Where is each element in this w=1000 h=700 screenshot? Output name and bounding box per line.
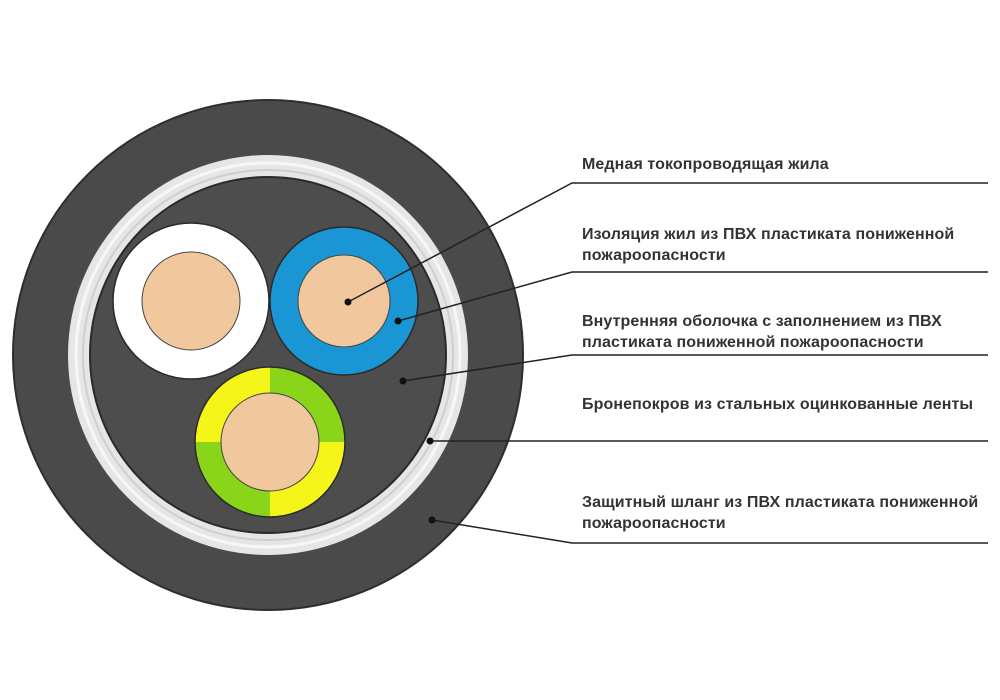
copper-conductor-2	[297, 254, 391, 348]
leader-lines	[347, 182, 988, 544]
armor-ring	[74, 161, 462, 549]
label-inner-sheath: Внутренняя оболочка с заполнением из ПВХ…	[582, 313, 942, 351]
leader-line-1	[347, 182, 988, 303]
leader-points	[344, 298, 436, 524]
copper-conductor-3	[220, 392, 320, 492]
copper-conductor-1	[141, 251, 241, 351]
leader-point-1	[344, 298, 352, 306]
label-core-insulation: Изоляция жил из ПВХ пластиката пониженно…	[582, 226, 955, 264]
leader-line-5	[431, 519, 988, 544]
leader-line-3	[402, 354, 988, 382]
leader-point-2	[394, 317, 402, 325]
label-copper-conductor: Медная токопроводящая жила	[582, 156, 829, 173]
leader-point-5	[428, 516, 436, 524]
label-steel-armor: Бронепокров из стальных оцинкованные лен…	[582, 396, 974, 413]
leader-line-2	[397, 271, 988, 322]
armor-ring-shadow	[82, 169, 454, 541]
leader-point-4	[426, 437, 434, 445]
label-protective-sheath: Защитный шланг из ПВХ пластиката понижен…	[582, 494, 979, 532]
leader-point-3	[399, 377, 407, 385]
